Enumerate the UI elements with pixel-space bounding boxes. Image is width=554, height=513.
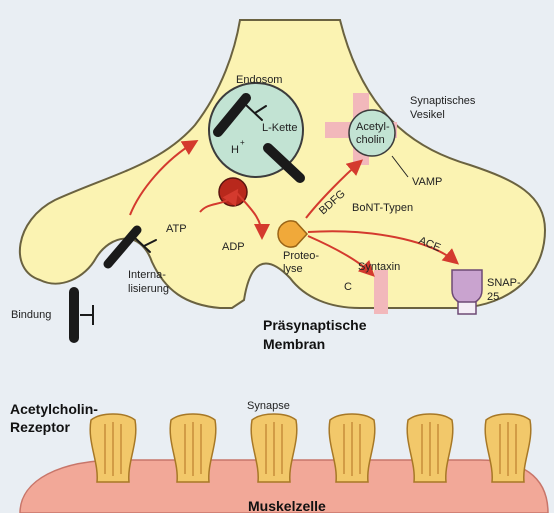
label-bont-typen: BoNT-Typen bbox=[352, 202, 413, 214]
label-endosom: Endosom bbox=[236, 74, 282, 86]
toxin-binding bbox=[74, 292, 93, 338]
label-vamp: VAMP bbox=[412, 176, 442, 188]
label-atp: ATP bbox=[166, 223, 187, 235]
label-proteo: Proteo- bbox=[283, 250, 319, 262]
syntaxin-protein bbox=[374, 270, 388, 314]
label-l-kette: L-Kette bbox=[262, 122, 297, 134]
label-membran: Membran bbox=[263, 336, 325, 352]
label-syntaxin: Syntaxin bbox=[358, 261, 400, 273]
label-adp: ADP bbox=[222, 241, 245, 253]
label-rezeptor: Rezeptor bbox=[10, 419, 70, 435]
label-interna: Interna- bbox=[128, 269, 166, 281]
label-acetyl: Acetyl- bbox=[356, 121, 390, 133]
label-synaptisches: Synaptisches bbox=[410, 95, 476, 107]
label-lyse: lyse bbox=[283, 263, 303, 275]
snap25-protein bbox=[452, 270, 482, 304]
label-snap: SNAP- bbox=[487, 277, 521, 289]
label-lisierung: lisierung bbox=[128, 283, 169, 295]
label-h-plus-sup: + bbox=[240, 138, 245, 147]
label-c: C bbox=[344, 281, 352, 293]
label-vesikel: Vesikel bbox=[410, 109, 445, 121]
label-praesynaptische: Präsynaptische bbox=[263, 317, 367, 333]
label-snap-25: 25 bbox=[487, 291, 499, 303]
label-acetylcholin-rezeptor: Acetylcholin- bbox=[10, 401, 98, 417]
label-muskelzelle: Muskelzelle bbox=[248, 498, 326, 513]
label-h-plus: H bbox=[231, 144, 239, 156]
label-cholin: cholin bbox=[356, 134, 385, 146]
label-synapse: Synapse bbox=[247, 400, 290, 412]
label-bindung: Bindung bbox=[11, 309, 51, 321]
synaptic-vesicle bbox=[349, 110, 395, 156]
